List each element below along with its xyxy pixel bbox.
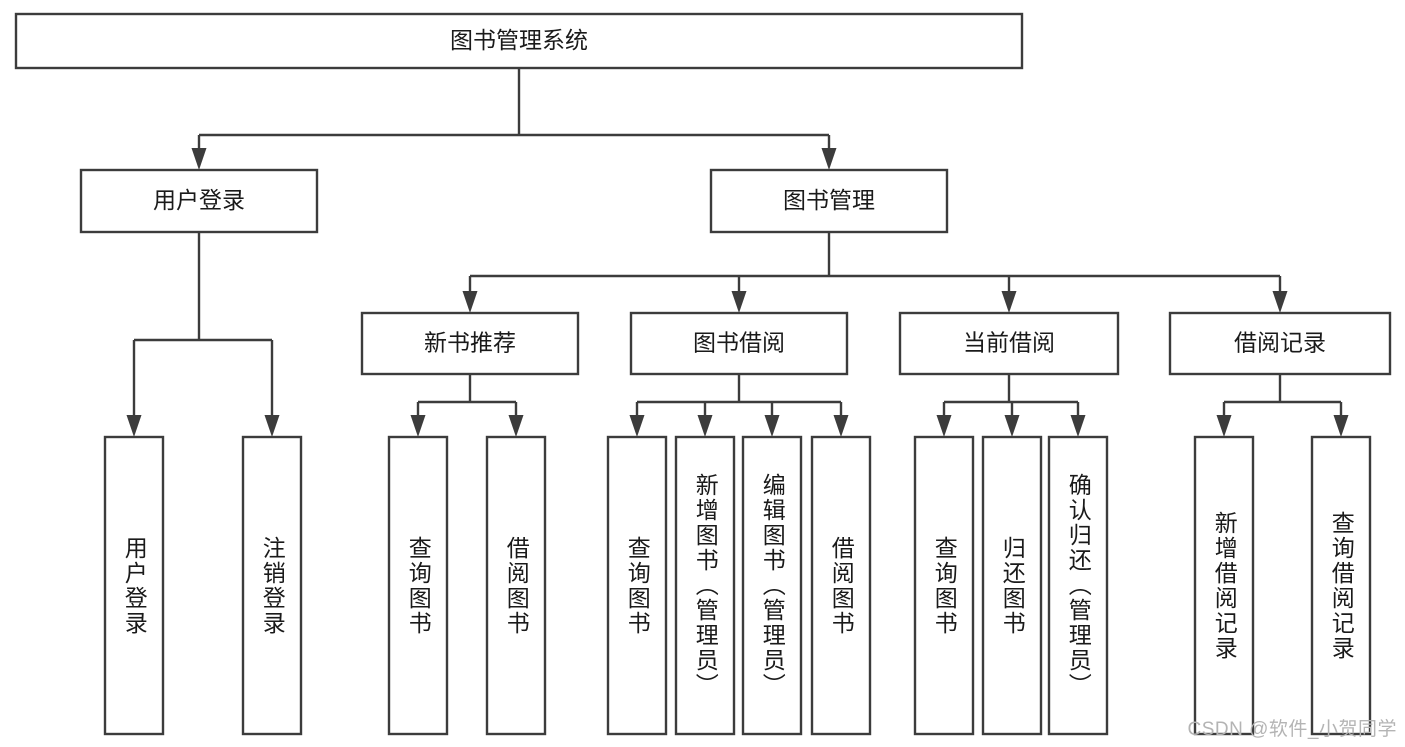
new-book-recommend-to-leaf-borrow-book-1-arrowhead bbox=[508, 415, 524, 437]
watermark-text: CSDN @软件_小贺同学 bbox=[1187, 719, 1397, 740]
root-node-book-management-system-label: 图书管理系统 bbox=[450, 27, 588, 53]
node-leaf-edit-book[interactable] bbox=[741, 435, 803, 736]
node-borrow-record[interactable] bbox=[1168, 311, 1392, 376]
node-leaf-add-book[interactable] bbox=[674, 435, 736, 736]
node-leaf-borrow-book-1[interactable] bbox=[485, 435, 547, 736]
node-borrow-record-label: 借阅记录 bbox=[1234, 330, 1326, 356]
node-current-borrow[interactable] bbox=[898, 311, 1120, 376]
node-leaf-query-book-1[interactable] bbox=[387, 435, 449, 736]
node-leaf-query-book-2[interactable] bbox=[606, 435, 668, 736]
bm-to-new-book-recommend-arrowhead bbox=[462, 291, 478, 313]
current-borrow-to-leaf-return-book-arrowhead bbox=[1004, 415, 1020, 437]
node-new-book-recommend-label: 新书推荐 bbox=[424, 330, 516, 356]
node-book-management[interactable] bbox=[709, 168, 949, 234]
node-user-login[interactable] bbox=[79, 168, 319, 234]
root-to-book-management-arrowhead bbox=[821, 148, 837, 170]
bm-to-book-borrow-arrowhead bbox=[731, 291, 747, 313]
user-login-to-leaf-logout-arrowhead bbox=[264, 415, 280, 437]
book-borrow-to-leaf-add-book-arrowhead bbox=[697, 415, 713, 437]
book-borrow-to-leaf-borrow-book-2-arrowhead bbox=[833, 415, 849, 437]
node-leaf-borrow-book-2[interactable] bbox=[810, 435, 872, 736]
book-borrow-to-leaf-edit-book-arrowhead bbox=[764, 415, 780, 437]
node-leaf-add-record[interactable] bbox=[1193, 435, 1255, 736]
node-leaf-logout[interactable] bbox=[241, 435, 303, 736]
root-to-user-login-arrowhead bbox=[191, 148, 207, 170]
node-user-login-label: 用户登录 bbox=[153, 187, 245, 213]
node-new-book-recommend[interactable] bbox=[360, 311, 580, 376]
node-book-management-label: 图书管理 bbox=[783, 187, 875, 213]
user-login-to-leaf-user-login-arrowhead bbox=[126, 415, 142, 437]
connector-layer bbox=[126, 68, 1349, 437]
bm-to-current-borrow-arrowhead bbox=[1001, 291, 1017, 313]
node-current-borrow-label: 当前借阅 bbox=[963, 330, 1055, 356]
book-borrow-to-leaf-query-book-2-arrowhead bbox=[629, 415, 645, 437]
node-leaf-return-book[interactable] bbox=[981, 435, 1043, 736]
root-node-book-management-system[interactable] bbox=[14, 12, 1024, 70]
node-leaf-confirm-return[interactable] bbox=[1047, 435, 1109, 736]
current-borrow-to-leaf-query-book-3-arrowhead bbox=[936, 415, 952, 437]
node-book-borrow-label: 图书借阅 bbox=[693, 330, 785, 356]
node-leaf-query-book-3[interactable] bbox=[913, 435, 975, 736]
node-leaf-query-record[interactable] bbox=[1310, 435, 1372, 736]
new-book-recommend-to-leaf-query-book-1-arrowhead bbox=[410, 415, 426, 437]
node-leaf-user-login[interactable] bbox=[103, 435, 165, 736]
borrow-record-to-leaf-query-record-arrowhead bbox=[1333, 415, 1349, 437]
borrow-record-to-leaf-add-record-arrowhead bbox=[1216, 415, 1232, 437]
node-book-borrow[interactable] bbox=[629, 311, 849, 376]
bm-to-borrow-record-arrowhead bbox=[1272, 291, 1288, 313]
current-borrow-to-leaf-confirm-return-arrowhead bbox=[1070, 415, 1086, 437]
